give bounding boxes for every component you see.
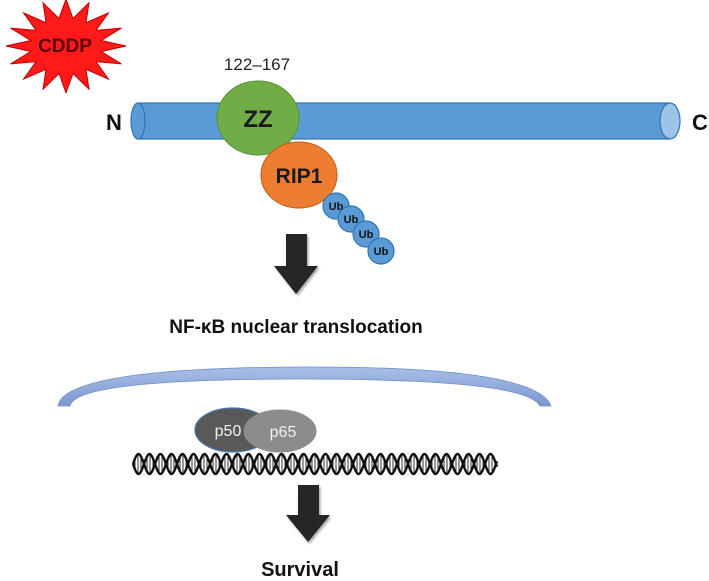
ubiquitin-label: Ub (344, 214, 359, 226)
rip1-label: RIP1 (276, 165, 323, 188)
zz-domain-label: ZZ (243, 106, 272, 133)
survival-label: Survival (261, 559, 339, 581)
ubiquitin-label: Ub (329, 201, 344, 213)
zz-domain-shape (216, 80, 300, 156)
protein-n-cap (130, 102, 146, 140)
p50-label: p50 (215, 423, 242, 440)
c-terminus-label: C (692, 110, 708, 135)
ubiquitin-label: Ub (374, 246, 389, 258)
dna-strand-b (131, 452, 499, 476)
p65-subunit (243, 409, 317, 453)
n-terminus-label: N (106, 110, 122, 135)
ubiquitin-chain: Ub Ub Ub Ub (322, 192, 395, 265)
cddp-starburst: CDDP (5, 0, 127, 95)
protein-rod (130, 102, 681, 140)
rip1: RIP1 (260, 141, 338, 209)
starburst-shape (5, 0, 127, 95)
nfkb-translocation-label: NF-κB nuclear translocation (169, 317, 422, 338)
p50-p65-complex: p50 p65 (194, 407, 317, 453)
p65-label: p65 (270, 424, 297, 441)
nuclear-membrane (57, 366, 552, 407)
protein-c-cap (659, 102, 681, 140)
dna-helix (131, 452, 499, 476)
ubiquitin-4: Ub (367, 237, 395, 265)
zz-domain: ZZ (216, 80, 300, 156)
down-arrow-icon (286, 485, 330, 542)
rip1-shape (260, 141, 338, 209)
dna-strand-a (131, 452, 499, 476)
ubiquitin-label: Ub (359, 229, 374, 241)
domain-range-label: 122–167 (224, 55, 290, 74)
cddp-label: CDDP (38, 36, 92, 57)
down-arrow-icon (274, 234, 318, 294)
